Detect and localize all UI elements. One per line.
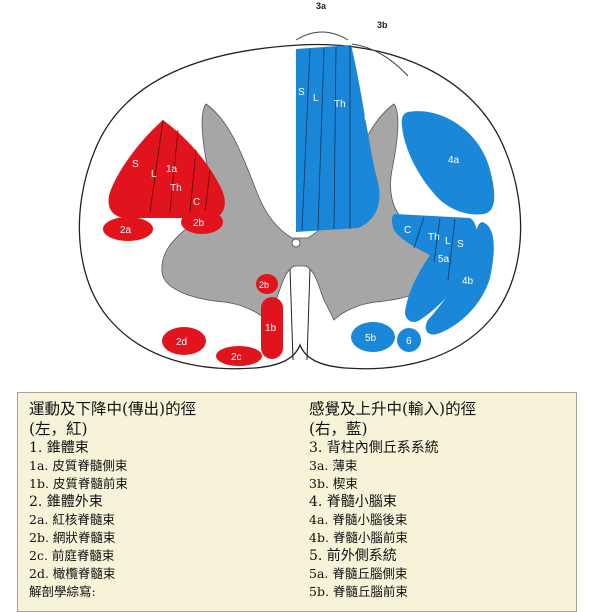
zone-S-spino: S: [457, 239, 464, 250]
label-5b: 5b: [365, 333, 377, 344]
tract-4a-posterior-spinocerebellar: [401, 111, 495, 215]
legend-sensory-subheader: (右，藍): [309, 420, 368, 438]
tract-3-dorsal-columns: [296, 45, 380, 232]
zone-C-spino: C: [404, 225, 411, 236]
label-2b-lower: 2b: [259, 280, 269, 290]
zone-1a: 1a: [166, 164, 178, 175]
label-1b: 1b: [265, 323, 277, 334]
legend-entry: 2b. 網狀脊髓束: [29, 530, 116, 545]
tract-1a-lateral-corticospinal: [108, 120, 225, 218]
legend-motor-header: 運動及下降中(傳出)的徑: [29, 400, 197, 418]
legend-entry: 2c. 前庭脊髓束: [29, 548, 115, 563]
tract-5b-anterior-spinothalamic: [351, 322, 395, 352]
legend-motor-column: 運動及下降中(傳出)的徑 (左，紅) 1. 錐體束 1a. 皮質脊髓側束 1b. 皮…: [29, 399, 299, 601]
bracket-3b: [351, 43, 409, 77]
tract-2d-olivospinal: [162, 327, 206, 355]
bracket-3a: [295, 31, 349, 41]
label-3a: 3a: [316, 1, 327, 11]
legend-entry: 3a. 薄束: [309, 458, 358, 473]
label-4b: 4b: [462, 276, 474, 287]
legend-motor-subheader: (左，紅): [29, 420, 88, 438]
zone-C-left: C: [193, 197, 200, 208]
legend-entry: 解剖學綜寫:: [29, 584, 96, 599]
zone-S-left: S: [132, 159, 139, 170]
legend-entry: 4b. 脊髓小腦前束: [309, 530, 408, 545]
label-2a: 2a: [120, 225, 132, 236]
central-canal: [291, 238, 301, 248]
legend-entry: 5. 前外側系統: [309, 548, 397, 564]
legend-entry: 3. 背柱內側丘系系統: [309, 440, 439, 456]
legend-entry: 2d. 橄欖脊髓束: [29, 566, 116, 581]
zone-L-dorsal: L: [313, 93, 319, 104]
legend-entry: 5b. 脊髓丘腦前束: [309, 584, 408, 599]
label-6: 6: [406, 336, 412, 347]
legend-entry: 5a. 脊髓丘腦側束: [309, 566, 408, 581]
legend-entry: 1a. 皮質脊髓側束: [29, 458, 128, 473]
legend-entry: 2. 錐體外束: [29, 494, 103, 510]
legend-box: 運動及下降中(傳出)的徑 (左，紅) 1. 錐體束 1a. 皮質脊髓側束 1b. 皮…: [17, 392, 577, 612]
tract-6: [397, 328, 421, 352]
legend-entry: 3b. 楔束: [309, 476, 358, 491]
legend-sensory-column: 感覺及上升中(輸入)的徑 (右，藍) 3. 背柱內側丘系系統 3a. 薄束 3b. …: [309, 399, 571, 601]
legend-sensory-list: 3. 背柱內側丘系系統 3a. 薄束 3b. 楔束 4. 脊髓小腦束 4a. 脊髓小腦後…: [309, 439, 571, 601]
legend-entry: 4. 脊髓小腦束: [309, 494, 397, 510]
tract-4b-anterior-spinocerebellar: [425, 222, 494, 335]
label-2b-upper: 2b: [193, 218, 205, 229]
zone-Th-left: Th: [170, 183, 182, 194]
label-3b: 3b: [377, 20, 388, 30]
tract-2b-reticulospinal-upper: [181, 210, 223, 234]
legend-entry: 2a. 紅核脊髓束: [29, 512, 115, 527]
zone-Th-spino: Th: [428, 232, 440, 243]
legend-motor-list: 1. 錐體束 1a. 皮質脊髓側束 1b. 皮質脊髓前束 2. 錐體外束 2a. 紅核脊…: [29, 439, 299, 601]
legend-entry: 1b. 皮質脊髓前束: [29, 476, 128, 491]
anterior-median-fissure: [289, 267, 311, 361]
tract-2a-rubrospinal: [103, 217, 153, 241]
spinal-cord-diagram: 3a 3b S L 1a Th C 2b 2a 2b 1b 2d 2c S L …: [78, 1, 522, 370]
zone-C-dorsal: C: [364, 113, 371, 124]
zone-L-spino: L: [445, 236, 451, 247]
zone-Th-dorsal: Th: [334, 99, 346, 110]
tract-2c-vestibulospinal: [216, 346, 262, 366]
legend-entry: 1. 錐體束: [29, 440, 89, 456]
label-4a: 4a: [448, 155, 460, 166]
label-5a: 5a: [438, 254, 450, 265]
tract-5a-lateral-spinothalamic: [391, 214, 477, 323]
zone-S-dorsal: S: [298, 87, 305, 98]
label-2d: 2d: [176, 337, 187, 348]
legend-entry: 4a. 脊髓小腦後束: [309, 512, 408, 527]
tract-2b-reticulospinal-lower: [256, 274, 278, 294]
legend-sensory-header: 感覺及上升中(輸入)的徑: [309, 400, 477, 418]
tract-1b-anterior-corticospinal: [261, 297, 283, 359]
zone-L-left: L: [151, 169, 157, 180]
label-2c: 2c: [231, 352, 242, 363]
